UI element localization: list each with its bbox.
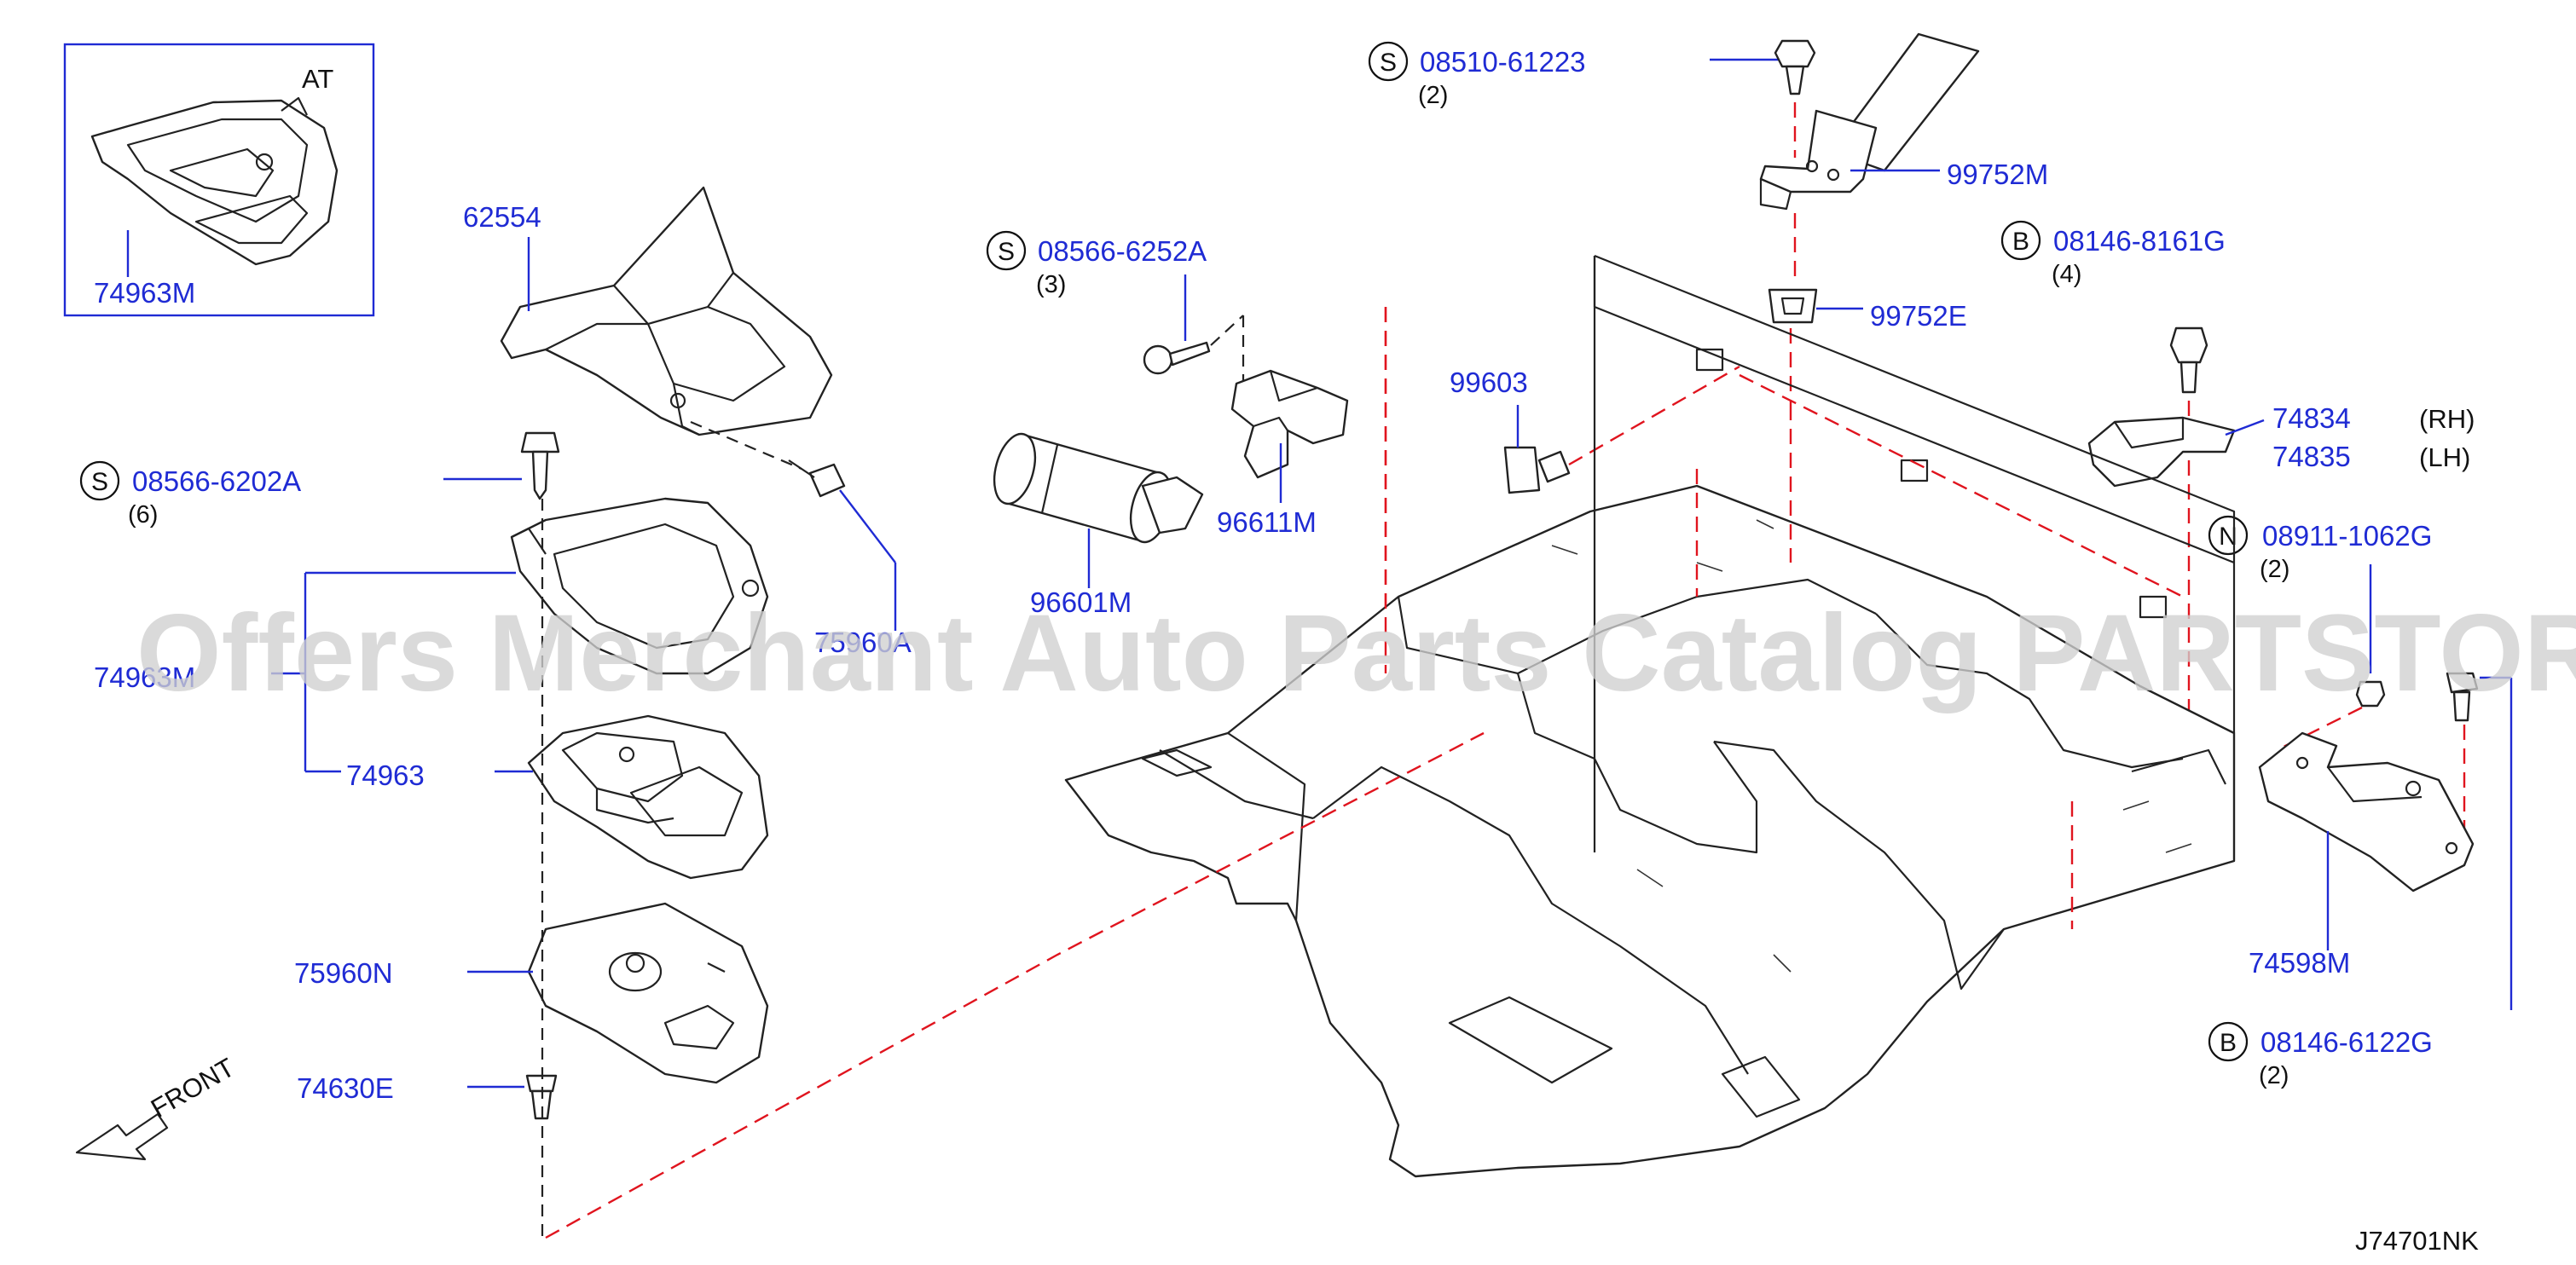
part-number-96611M[interactable]: 96611M [1217,506,1317,538]
screw-08566-6252A [1143,341,1211,375]
diagram-code: J74701NK [2355,1226,2479,1256]
screw-08566-6202A [520,431,560,500]
bracket-74834-74835-drawing [2087,416,2236,488]
clip-99603 [1503,446,1571,494]
part-number-75960A[interactable]: 75960A [814,627,912,658]
part-number-08510-61223[interactable]: 08510-61223 [1420,46,1586,78]
bracket-74963M-drawing [510,497,769,675]
part-number-75960N[interactable]: 75960N [294,957,393,989]
part-number-08566-6252A[interactable]: 08566-6252A [1038,235,1207,267]
qty-08510-61223: (2) [1418,82,1448,109]
bracket-96611M-drawing [1230,369,1349,479]
part-number-08566-6202A[interactable]: 08566-6202A [132,465,301,497]
part-number-99752M[interactable]: 99752M [1947,159,2048,190]
part-number-96601M[interactable]: 96601M [1030,586,1132,618]
screw-08510-61223 [1774,39,1816,95]
part-number-08146-6122G[interactable]: 08146-6122G [2261,1026,2433,1058]
screw-75960A [788,459,846,498]
clip-74630E [525,1074,558,1120]
bracket-74598M-drawing [2258,731,2475,892]
marker-08146-8161G: B [2012,228,2029,256]
bracket-75960N-drawing [527,902,769,1084]
part-number-74598M[interactable]: 74598M [2249,947,2350,979]
part-number-08911-1062G[interactable]: 08911-1062G [2262,520,2432,552]
qty-08146-6122G: (2) [2259,1062,2289,1089]
bracket-74963-drawing [527,714,769,880]
part-number-08146-8161G[interactable]: 08146-8161G [2053,225,2226,257]
side-74835: (LH) [2419,442,2470,472]
part-number-99752E[interactable]: 99752E [1870,300,1967,332]
watermark-text: Offers Merchant Auto Parts Catalog PARTS… [136,592,2576,714]
part-number-62554[interactable]: 62554 [463,201,541,233]
part-number-74963M-at[interactable]: 74963M [94,277,195,309]
qty-08566-6252A: (3) [1036,271,1066,298]
at-inset-frame [63,43,375,317]
canister-96601M [993,432,1204,544]
qty-08146-8161G: (4) [2052,261,2081,288]
part-number-74835[interactable]: 74835 [2272,441,2351,472]
front-label: FRONT [146,1052,240,1123]
part-number-74834[interactable]: 74834 [2272,402,2351,434]
marker-08146-6122G: B [2220,1029,2237,1057]
marker-08911-1062G: N [2219,523,2237,551]
clip-99752E [1768,288,1818,324]
marker-08510-61223: S [1380,49,1397,77]
part-number-74963M[interactable]: 74963M [94,661,195,693]
marker-08566-6252A: S [998,238,1015,266]
part-number-74963[interactable]: 74963 [346,760,425,791]
part-number-99603[interactable]: 99603 [1450,367,1528,398]
qty-08911-1062G: (2) [2260,556,2289,583]
marker-08566-6202A: S [91,468,108,496]
at-note: AT [302,64,333,94]
bolt-08146-6122G [2446,672,2479,722]
at-bracket-drawing [90,96,339,266]
strap-99752M-drawing [1759,32,1980,211]
console-boot-drawing [500,186,833,436]
floor-panel-drawing [1064,254,2236,1178]
front-arrow-icon [75,1112,169,1161]
nut-08911-1062G [2355,680,2386,708]
bolt-08146-8161G [2169,326,2208,394]
side-74834: (RH) [2419,404,2475,434]
part-number-74630E[interactable]: 74630E [297,1072,394,1104]
qty-08566-6202A: (6) [128,501,158,529]
